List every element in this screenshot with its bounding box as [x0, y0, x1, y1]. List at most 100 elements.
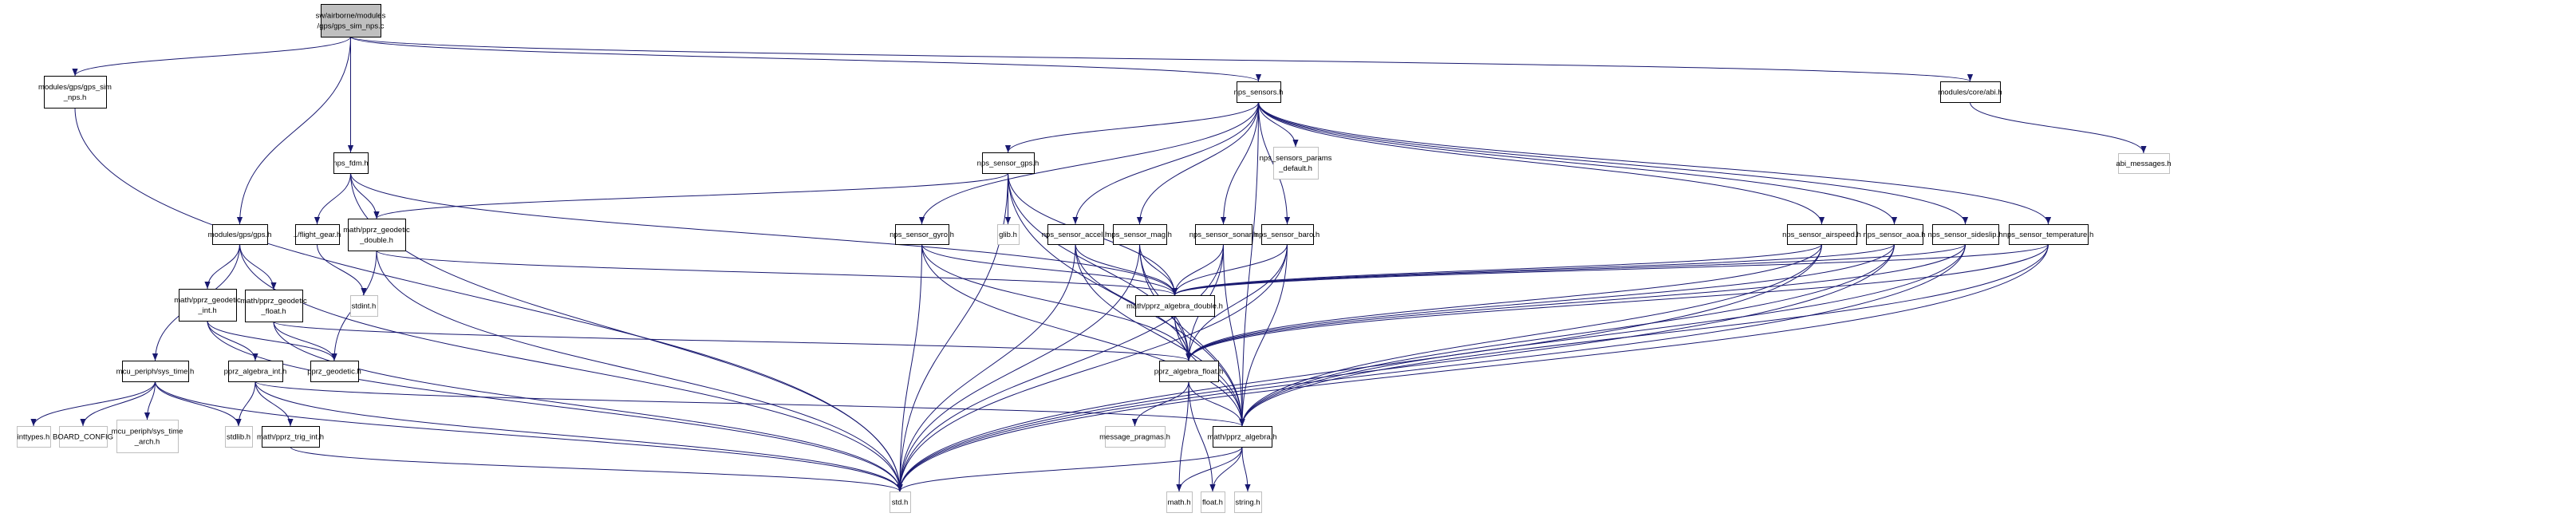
- node-label: float.h: [1202, 499, 1223, 507]
- edge-nps-sensor-temperature-h-to-std-h: [897, 243, 2049, 492]
- node-nps-sensor-airspeed-h[interactable]: nps_sensor_airspeed.h: [1782, 224, 1861, 245]
- node-math-pprz-algebra-double-h[interactable]: math/pprz_algebra_double.h: [1126, 295, 1223, 317]
- node-box: [350, 295, 378, 317]
- edge-flight-gear-h-to-stdint-h: [317, 243, 367, 296]
- node-mcu-periph-sys-time-arch-h[interactable]: mcu_periph/sys_time_arch.h: [112, 420, 183, 453]
- node-nps-sensor-mag-h[interactable]: nps_sensor_mag.h: [1107, 224, 1172, 245]
- edge-pprz-algebra-float-h-to-math-h: [1176, 381, 1189, 492]
- node-std-h[interactable]: std.h: [890, 491, 911, 513]
- node-box: [212, 224, 268, 245]
- node-box: [895, 224, 949, 245]
- node-box: [1234, 491, 1262, 513]
- node-box: [1195, 224, 1252, 245]
- node-abi-messages-h[interactable]: abi_messages.h: [2116, 153, 2172, 174]
- node-box: [2009, 224, 2089, 245]
- edge-sw-airborne-modules-gps-gps-sim-nps-c-to-nps-sensors-h: [350, 36, 1261, 82]
- node-label: modules/gps/gps.h: [208, 231, 272, 239]
- node-nps-sensor-sideslip-h[interactable]: nps_sensor_sideslip.h: [1927, 224, 2003, 245]
- node-math-pprz-trig-int-h[interactable]: math/pprz_trig_int.h: [257, 426, 324, 448]
- node-sw-airborne-modules-gps-gps-sim-nps-c[interactable]: sw/airborne/modules/gps/gps_sim_nps.c: [316, 4, 386, 37]
- node-nps-sensors-params-default-h[interactable]: nps_sensors_params_default.h: [1260, 147, 1332, 180]
- node-box: [116, 420, 179, 453]
- edge-nps-sensor-aoa-h-to-std-h: [897, 243, 1895, 492]
- edge-mcu-periph-sys-time-h-to-stdlib-h: [155, 381, 242, 427]
- node-nps-sensor-temperature-h[interactable]: nps_sensor_temperature.h: [2003, 224, 2094, 245]
- edge-nps-fdm-h-to-math-pprz-algebra-double-h: [350, 172, 1178, 296]
- edge-nps-sensor-temperature-h-to-math-pprz-algebra-h: [1239, 243, 2049, 427]
- node-board-config[interactable]: BOARD_CONFIG: [53, 426, 113, 448]
- edge-nps-sensors-h-to-nps-sensor-sonar-h: [1220, 101, 1259, 225]
- edge-nps-sensor-aoa-h-to-math-pprz-algebra-h: [1239, 243, 1895, 427]
- node-box: [1932, 224, 1999, 245]
- edge-nps-sensor-gyro-h-to-math-pprz-algebra-h: [921, 243, 1245, 427]
- edge-math-pprz-algebra-h-to-string-h: [1241, 446, 1251, 492]
- edge-math-pprz-geodetic-int-h-to-std-h: [207, 320, 903, 492]
- node-pprz-geodetic-h[interactable]: pprz_geodetic.h: [307, 361, 361, 382]
- node-label: pprz_algebra_int.h: [224, 368, 287, 377]
- node-nps-sensor-accel-h[interactable]: nps_sensor_accel.h: [1042, 224, 1110, 245]
- node-nps-sensor-aoa-h[interactable]: nps_sensor_aoa.h: [1863, 224, 1926, 245]
- node-box: [245, 290, 303, 322]
- node-label: pprz_geodetic.h: [307, 368, 361, 377]
- node-inttypes-h[interactable]: inttypes.h: [17, 426, 51, 448]
- node-modules-gps-gps-sim-nps-h[interactable]: modules/gps/gps_sim_nps.h: [38, 76, 112, 109]
- node-math-pprz-geodetic-float-h[interactable]: math/pprz_geodetic_float.h: [240, 290, 307, 322]
- node-stdint-h[interactable]: stdint.h: [350, 295, 378, 317]
- node-box: [1261, 224, 1314, 245]
- node-mcu-periph-sys-time-h[interactable]: mcu_periph/sys_time.h: [116, 361, 195, 382]
- node-modules-gps-gps-h[interactable]: modules/gps/gps.h: [208, 224, 272, 245]
- node-label: nps_sensor_accel.h: [1042, 231, 1110, 239]
- node-math-h[interactable]: math.h: [1166, 491, 1193, 513]
- node-pprz-algebra-int-h[interactable]: pprz_algebra_int.h: [224, 361, 287, 382]
- node-box: [1213, 426, 1272, 448]
- edge-nps-sensor-accel-h-to-math-pprz-algebra-double-h: [1075, 243, 1178, 296]
- node-math-pprz-geodetic-double-h[interactable]: math/pprz_geodetic_double.h: [343, 219, 410, 251]
- node-nps-sensor-gps-h[interactable]: nps_sensor_gps.h: [977, 152, 1039, 174]
- node-nps-sensor-gyro-h[interactable]: nps_sensor_gyro.h: [890, 224, 954, 245]
- node-nps-sensors-h[interactable]: nps_sensors.h: [1234, 81, 1284, 103]
- edge-nps-sensor-temperature-h-to-pprz-algebra-float-h: [1185, 243, 2049, 361]
- node-flight-gear-h[interactable]: ../flight_gear.h: [294, 224, 341, 245]
- node-string-h[interactable]: string.h: [1234, 491, 1262, 513]
- node-label: std.h: [892, 499, 909, 507]
- node-nps-sensor-sonar-h[interactable]: nps_sensor_sonar.h: [1189, 224, 1258, 245]
- edge-sw-airborne-modules-gps-gps-sim-nps-c-to-modules-gps-gps-sim-nps-h: [72, 36, 351, 77]
- node-glib-h[interactable]: glib.h: [997, 224, 1020, 245]
- edge-nps-sensor-baro-h-to-math-pprz-algebra-double-h: [1171, 243, 1288, 296]
- edge-nps-sensor-gps-h-to-math-pprz-algebra-h: [1008, 172, 1245, 427]
- edge-nps-sensors-h-to-math-pprz-algebra-h: [1239, 101, 1259, 427]
- edge-math-pprz-geodetic-float-h-to-pprz-algebra-float-h: [273, 321, 1192, 361]
- node-label: abi_messages.h: [2116, 160, 2171, 168]
- edge-nps-sensor-mag-h-to-math-pprz-algebra-h: [1139, 243, 1245, 427]
- node-box: [1940, 81, 2001, 103]
- node-box: [122, 361, 189, 382]
- node-nps-sensor-baro-h[interactable]: nps_sensor_baro.h: [1255, 224, 1320, 245]
- node-pprz-algebra-float-h[interactable]: pprz_algebra_float.h: [1154, 361, 1224, 382]
- node-math-pprz-geodetic-int-h[interactable]: math/pprz_geodetic_int.h: [174, 289, 241, 322]
- edge-nps-sensor-sonar-h-to-math-pprz-algebra-double-h: [1171, 243, 1224, 296]
- edge-nps-sensor-gyro-h-to-pprz-algebra-float-h: [921, 243, 1192, 361]
- node-nps-fdm-h[interactable]: nps_fdm.h: [333, 152, 369, 174]
- edge-nps-sensor-gyro-h-to-math-pprz-algebra-double-h: [921, 243, 1178, 296]
- edge-math-pprz-algebra-h-to-float-h: [1209, 446, 1243, 492]
- edge-nps-sensor-aoa-h-to-pprz-algebra-float-h: [1185, 243, 1895, 361]
- edge-nps-sensor-airspeed-h-to-math-pprz-algebra-h: [1239, 243, 1822, 427]
- node-label: nps_sensors_params: [1260, 154, 1332, 163]
- edge-nps-sensor-mag-h-to-std-h: [897, 243, 1140, 492]
- edge-pprz-algebra-int-h-to-std-h: [254, 381, 903, 492]
- node-label: ../flight_gear.h: [294, 231, 341, 239]
- node-modules-core-abi-h[interactable]: modules/core/abi.h: [1938, 81, 2002, 103]
- node-message-pragmas-h[interactable]: message_pragmas.h: [1099, 426, 1170, 448]
- edge-pprz-algebra-float-h-to-float-h: [1188, 381, 1216, 492]
- node-box: [225, 426, 253, 448]
- node-box: [1787, 224, 1857, 245]
- edge-pprz-algebra-int-h-to-stdlib-h: [235, 381, 256, 427]
- node-math-pprz-algebra-h[interactable]: math/pprz_algebra.h: [1207, 426, 1277, 448]
- node-stdlib-h[interactable]: stdlib.h: [225, 426, 253, 448]
- edge-modules-gps-gps-h-to-math-pprz-geodetic-float-h: [239, 243, 277, 290]
- node-label: inttypes.h: [18, 433, 50, 442]
- node-float-h[interactable]: float.h: [1201, 491, 1225, 513]
- node-box: [1113, 224, 1167, 245]
- node-box: [2118, 153, 2170, 174]
- edge-nps-sensor-gps-h-to-math-pprz-geodetic-double-h: [373, 172, 1008, 219]
